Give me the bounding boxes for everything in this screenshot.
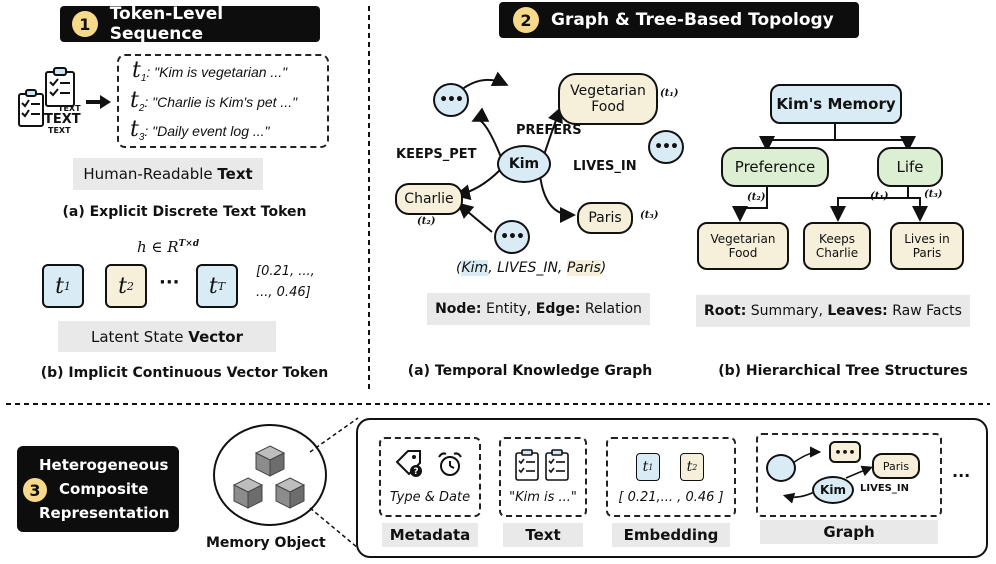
cube-icon bbox=[274, 477, 306, 509]
clipboard-icon bbox=[545, 449, 569, 481]
composite-container bbox=[356, 418, 988, 558]
graph-label: Graph bbox=[760, 520, 938, 544]
tree-root-kims-memory: Kim's Memory bbox=[770, 84, 902, 124]
section3-number: 3 bbox=[23, 478, 47, 502]
graph-legend-box: Node: Entity, Edge: Relation bbox=[427, 293, 650, 325]
text-label: Text bbox=[503, 523, 583, 547]
clipboard-pair-icon bbox=[515, 449, 569, 481]
more-ellipsis: ... bbox=[952, 462, 971, 481]
clipboard-icon bbox=[18, 89, 44, 127]
embedding-box bbox=[606, 437, 736, 517]
memory-object-label: Memory Object bbox=[206, 535, 326, 551]
text-box bbox=[499, 437, 587, 517]
caption-hierarchical-tree: (b) Hierarchical Tree Structures bbox=[718, 363, 968, 379]
caption-implicit-token: (b) Implicit Continuous Vector Token bbox=[40, 365, 329, 381]
text-sample: "Kim is ..." bbox=[509, 490, 577, 505]
graph-box bbox=[756, 433, 942, 517]
node-kim: Kim bbox=[497, 145, 551, 183]
sequence-line-2: t2: "Charlie is Kim's pet ..." bbox=[130, 88, 298, 114]
sequence-line-3: t3: "Daily event log ..." bbox=[130, 117, 270, 143]
document-icons bbox=[18, 67, 75, 127]
section3-line3: Representation bbox=[39, 504, 170, 522]
edge-lives-in: LIVES_IN bbox=[573, 159, 637, 174]
mini-graph-ellipsis-node-2: ••• bbox=[829, 441, 861, 463]
vector-values-line1: [0.21, ..., bbox=[256, 264, 315, 279]
tree-node-life: Life bbox=[877, 147, 943, 187]
tree-leaf-vegetarian-food: Vegetarian Food bbox=[697, 222, 789, 270]
tree-legend-box: Root: Summary, Leaves: Raw Facts bbox=[696, 295, 970, 327]
metadata-box bbox=[379, 437, 481, 517]
icon-text-small: TEXT bbox=[58, 104, 81, 113]
graph-ellipsis-node: ••• bbox=[648, 130, 684, 164]
svg-text:?: ? bbox=[413, 467, 418, 477]
clipboard-icon bbox=[45, 67, 75, 107]
section3-line2: Composite bbox=[59, 480, 149, 498]
token-ellipsis: ··· bbox=[159, 272, 180, 293]
section2-title-badge: 2 Graph & Tree-Based Topology bbox=[499, 2, 859, 38]
section2-number: 2 bbox=[513, 7, 539, 33]
section1-title-badge: 1 Token-Level Sequence bbox=[60, 4, 320, 44]
human-readable-prefix: Human-Readable bbox=[83, 165, 218, 183]
graph-t1-label: (t₁) bbox=[660, 88, 679, 99]
node-charlie: Charlie bbox=[395, 183, 463, 215]
caption-temporal-knowledge-graph: (a) Temporal Knowledge Graph bbox=[407, 363, 653, 379]
graph-t2-label: (t₂) bbox=[417, 216, 436, 227]
section1-number: 1 bbox=[72, 11, 98, 37]
section3-title-badge: Heterogeneous 3 Composite Representation bbox=[17, 446, 179, 532]
metadata-text: Type & Date bbox=[389, 490, 471, 505]
tree-leaf-keeps-charlie: Keeps Charlie bbox=[803, 222, 871, 270]
memory-object-icon bbox=[213, 424, 327, 526]
edge-keeps-pet: KEEPS_PET bbox=[396, 147, 477, 162]
tree-t3-label: (t₃) bbox=[924, 189, 943, 200]
icon-text-small-2: TEXT bbox=[48, 126, 71, 135]
section1-title: Token-Level Sequence bbox=[109, 4, 224, 44]
latent-prefix: Latent State bbox=[90, 327, 189, 346]
embedding-values: [ 0.21,... , 0.46 ] bbox=[618, 490, 724, 505]
section3-line1: Heterogeneous bbox=[39, 456, 169, 474]
caption-explicit-token: (a) Explicit Discrete Text Token bbox=[62, 204, 307, 220]
tree-t2-label: (t₂) bbox=[747, 192, 766, 203]
edge-prefers: PREFERS bbox=[516, 123, 582, 138]
node-paris: Paris bbox=[577, 202, 633, 234]
formula: h ∈ RT×d bbox=[137, 238, 200, 256]
text-sequence-box bbox=[117, 54, 329, 148]
tree-node-preference: Preference bbox=[721, 147, 829, 187]
graph-triple: (Kim, LIVES_IN, Paris) bbox=[456, 260, 607, 276]
cube-icon bbox=[232, 477, 264, 509]
tree-edges bbox=[732, 122, 928, 222]
human-readable-bold: Text bbox=[217, 165, 253, 183]
metadata-label: Metadata bbox=[382, 523, 478, 547]
graph-ellipsis-node: ••• bbox=[494, 220, 530, 254]
latent-state-vector-box: Latent State Vector bbox=[58, 321, 276, 352]
cube-icon bbox=[254, 445, 286, 477]
sequence-line-1: t1: "Kim is vegetarian ..." bbox=[132, 58, 288, 84]
mini-graph-paris: Paris bbox=[872, 453, 920, 479]
alarm-clock-icon bbox=[438, 452, 462, 476]
latent-bold: Vector bbox=[188, 327, 244, 346]
graph-t3-label: (t₃) bbox=[640, 210, 659, 221]
mini-graph-lives-in: LIVES_IN bbox=[860, 483, 909, 494]
section2-title: Graph & Tree-Based Topology bbox=[551, 10, 834, 30]
node-vegetarian-food: Vegetarian Food bbox=[558, 73, 658, 125]
graph-ellipsis-node: ••• bbox=[433, 83, 469, 117]
icon-text-big: TEXT bbox=[44, 112, 81, 127]
human-readable-text-box: Human-Readable Text bbox=[73, 158, 263, 190]
vector-values-line2: ..., 0.46] bbox=[256, 285, 311, 300]
tag-question-icon: ? bbox=[395, 450, 422, 477]
clipboard-icon bbox=[515, 449, 539, 481]
mini-graph-kim: Kim bbox=[812, 476, 854, 504]
mini-graph-ellipsis-node bbox=[766, 454, 796, 482]
right-arrow-icon bbox=[86, 95, 111, 109]
tree-leaf-lives-in-paris: Lives in Paris bbox=[890, 222, 964, 270]
embedding-label: Embedding bbox=[612, 523, 730, 547]
tree-t1-label: (t₁) bbox=[870, 191, 889, 202]
